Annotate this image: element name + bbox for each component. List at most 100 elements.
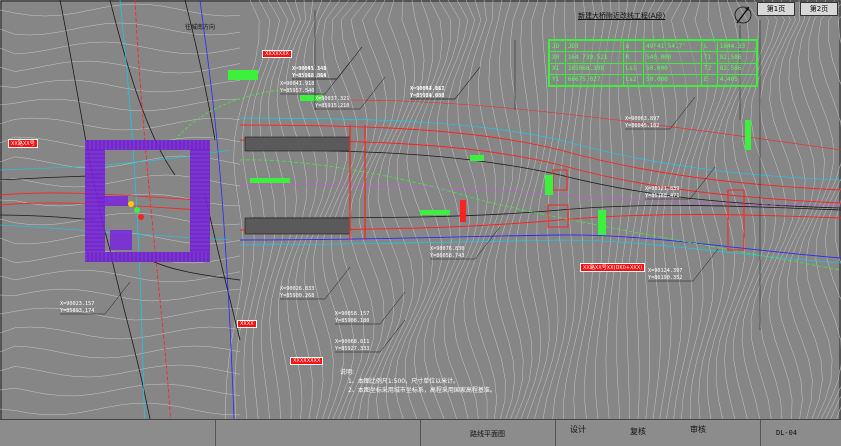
coordinate-label: Y=85908.180 <box>335 318 369 324</box>
notes-line-2: 2、本图坐标采用城市坐标系，高程采用国家高程基准。 <box>348 387 496 394</box>
coordinate-label: X=90023.157 <box>60 301 94 307</box>
coordinate-label: X=90121.839 <box>645 186 679 192</box>
contour-line <box>337 0 378 421</box>
curve-table-cell: T2 <box>700 62 718 75</box>
coordinate-label: X=90041.918 <box>280 81 314 87</box>
contour-line <box>394 0 443 421</box>
contour-line <box>0 288 241 302</box>
coordinate-label: Y=85921.653 <box>410 93 444 99</box>
coordinate-label: X=90076.830 <box>430 246 464 252</box>
coordinate-label: X=90026.833 <box>280 286 314 292</box>
curve-table-cell: X1 <box>549 62 566 75</box>
intersection-roads-colored <box>0 0 281 446</box>
curve-table-cell: JD3 <box>564 39 624 53</box>
contour-line <box>473 0 505 421</box>
contour-line <box>0 117 241 131</box>
curve-table-cell: L <box>700 39 718 53</box>
curve-table-cell: X0 <box>549 51 566 64</box>
contour-line <box>330 0 368 421</box>
contour-line <box>321 0 358 421</box>
coordinate-label: X=90045.148 <box>292 66 326 72</box>
title-cell-divider <box>760 420 761 446</box>
contour-line <box>0 60 241 74</box>
contour-line <box>504 0 531 421</box>
contour-line <box>260 0 296 421</box>
green-annotations <box>228 70 751 235</box>
contour-line <box>376 0 425 421</box>
leader-line <box>454 66 481 100</box>
crosswalk-markings <box>85 140 210 262</box>
contour-line <box>269 0 301 421</box>
contour-line <box>463 0 497 421</box>
leader-line <box>379 319 406 353</box>
coordinate-label: Y=85893.174 <box>60 308 94 314</box>
left-road-caption: 往城南方向 <box>185 24 216 31</box>
bridge-structure <box>244 125 745 251</box>
coordinate-label: Y=85900.268 <box>280 293 314 299</box>
contour-line <box>424 0 469 421</box>
contour-line <box>358 0 406 421</box>
coordinate-label: X=90124.397 <box>648 268 682 274</box>
curve-table-cell: 540.000 <box>643 51 702 64</box>
leader-line <box>379 291 406 325</box>
curve-table-cell: Ls1 <box>622 62 645 75</box>
notes-line-1: 1、本图比例尺1:500，尺寸单位以米计。 <box>348 378 460 385</box>
page-total-tag: 第2页 <box>800 2 838 16</box>
coordinate-label: X=90054.167 <box>410 86 444 92</box>
leader-line <box>324 266 351 300</box>
drawing-number: DL-04 <box>776 429 798 437</box>
contour-line <box>484 0 514 421</box>
contour-line <box>386 0 433 421</box>
curve-table-cell: 50.000 <box>643 62 702 75</box>
contour-line <box>520 0 548 421</box>
contour-line <box>777 0 816 421</box>
coordinate-label: X=90058.157 <box>335 311 369 317</box>
curve-table-cell: α <box>622 39 645 53</box>
contour-line <box>796 0 835 421</box>
contour-line <box>453 0 488 421</box>
leader-line <box>359 76 386 110</box>
contour-line <box>787 0 825 421</box>
curve-table-cell: 66675.027 <box>564 73 624 87</box>
curve-table-cell: T1 <box>700 51 718 64</box>
coordinate-label: X=90051.341 <box>292 66 326 72</box>
title-cell-divider <box>555 420 556 446</box>
contour-line <box>295 0 328 421</box>
contour-line <box>0 79 241 93</box>
contour-line <box>815 3 841 421</box>
curve-table-cell: 1844.33 <box>716 39 758 53</box>
contour-line <box>0 402 241 416</box>
coordinate-label: Y=86188.471 <box>645 193 679 199</box>
contour-line <box>0 307 241 321</box>
contour-line <box>443 0 482 421</box>
contour-line <box>805 0 841 421</box>
contour-line <box>759 0 796 421</box>
traffic-signal-icon <box>128 201 144 220</box>
curve-table-cell: R <box>622 51 645 64</box>
coordinate-label: Y=85915.210 <box>315 103 349 109</box>
red-label-bottom-mid: XXXXXXXX <box>290 357 324 365</box>
contour-line <box>733 0 778 421</box>
red-label-top-center: XXXXXXX <box>262 50 292 58</box>
coordinate-label: X=90037.321 <box>315 96 349 102</box>
drawing-title: 路线平面图 <box>470 430 505 438</box>
curve-table-cell: JD <box>549 39 566 53</box>
contour-line <box>225 0 260 421</box>
red-label-left-edge: XX路XX号 <box>8 139 38 148</box>
stamp-check: 复核 <box>630 427 646 436</box>
stamp-review: 审核 <box>690 425 706 434</box>
contour-line <box>0 3 241 17</box>
crosswalk-stripes <box>85 140 210 262</box>
contour-line <box>313 0 348 421</box>
coordinate-label: X=90063.897 <box>625 116 659 122</box>
leader-line <box>689 166 716 200</box>
curve-table-cell: 50.000 <box>643 73 702 87</box>
contour-line <box>367 0 415 421</box>
contour-line <box>0 98 241 112</box>
coordinate-label: Y=86058.743 <box>430 253 464 259</box>
